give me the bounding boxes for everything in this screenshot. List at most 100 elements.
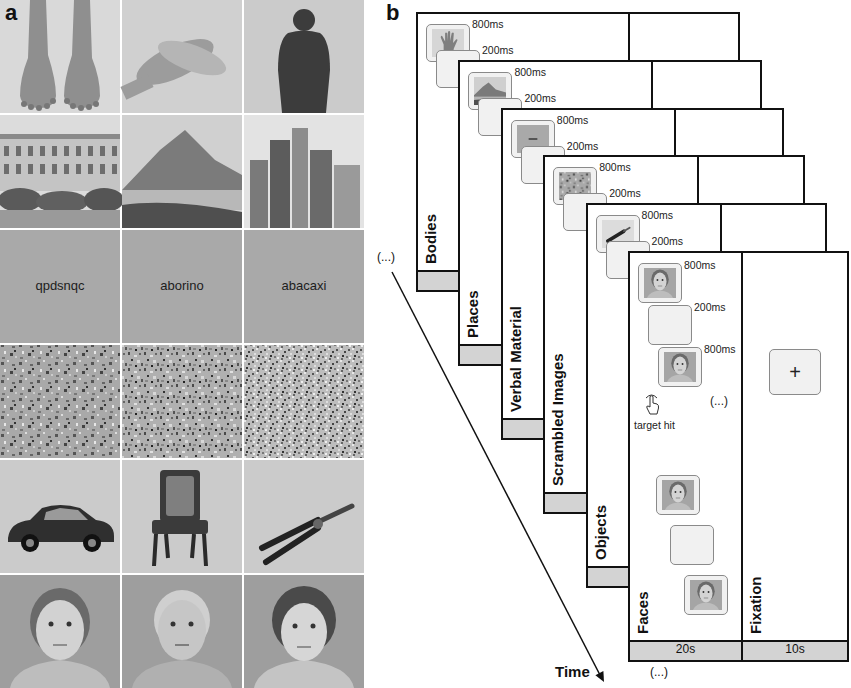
car-photo-part	[26, 539, 34, 547]
block-label: Scrambled Images	[549, 353, 566, 486]
face-photo-part	[158, 600, 206, 660]
building-photo-part	[0, 134, 120, 139]
hands-photo	[120, 0, 242, 113]
duration-label: 800ms	[704, 343, 736, 355]
face-photo-part	[53, 644, 67, 646]
scrambled-images	[0, 345, 364, 458]
city-photo-part	[334, 165, 360, 228]
block-label: Objects	[592, 505, 609, 560]
car-photo-part	[83, 534, 101, 552]
fixation-cross: +	[789, 361, 801, 384]
city-photo	[244, 115, 364, 228]
face-photo-part	[49, 622, 54, 627]
duration-label: 800ms	[514, 66, 546, 78]
city-photo-part	[270, 140, 290, 228]
duration-label: 200ms	[482, 44, 514, 56]
feet-photo-part	[86, 104, 92, 110]
city-photo-part	[310, 150, 332, 228]
feet-photo	[0, 0, 120, 113]
feet-photo-part	[78, 105, 84, 111]
button-press-icon	[642, 393, 662, 415]
scrambled-images-part	[244, 345, 364, 458]
stimulus-card	[638, 263, 682, 303]
axis-label: Time	[555, 663, 590, 680]
feet-photo-part	[28, 104, 34, 110]
hands-photo-part	[122, 0, 242, 113]
feet-photo-part	[93, 101, 99, 107]
face-photo-part	[297, 646, 311, 648]
duration-text: 10s	[743, 643, 847, 657]
duration-label: 200ms	[567, 140, 599, 152]
stimulus-card	[670, 525, 714, 565]
verbal-stimulus-cell: abacaxi	[244, 230, 364, 343]
duration-label: 200ms	[652, 235, 684, 247]
duration-text: 20s	[630, 643, 741, 657]
feet-photo-part	[64, 98, 70, 104]
pseudoword: aborino	[160, 279, 203, 294]
hands-photo-part	[120, 74, 153, 99]
duration-bar: 20s	[630, 640, 741, 660]
button-press-icon-image	[646, 395, 659, 414]
pliers-photo-part	[313, 519, 323, 529]
duration-label: 200ms	[694, 301, 726, 313]
scrambled-images-part	[0, 345, 120, 458]
block-frame: Faces800ms200ms800mstarget hit(...)20s	[628, 251, 743, 662]
pliers-photo-part	[266, 528, 318, 562]
response-note: target hit	[634, 419, 675, 431]
pseudoword: qpdsnqc	[35, 279, 84, 294]
car-photo-part	[44, 508, 88, 520]
feet-photo-part	[36, 105, 42, 111]
stimulus-thumbnail-image	[644, 268, 676, 298]
body-silhouette-part	[293, 9, 315, 31]
city-photo-part	[244, 115, 364, 228]
panel-letter: a	[5, 0, 17, 25]
duration-label: 200ms	[524, 92, 556, 104]
face-photo-part	[293, 624, 298, 629]
block-label: Fixation	[747, 576, 764, 634]
ellipsis: (...)	[710, 395, 728, 409]
face-photo-part	[36, 600, 84, 660]
body-silhouette-part	[278, 31, 330, 114]
stimulus-thumbnail	[690, 580, 722, 610]
face-photo-part	[244, 575, 364, 688]
feet-photo-part	[0, 0, 120, 113]
building-photo-part	[0, 146, 120, 180]
verbal-stimulus-cell: qpdsnqc	[0, 230, 120, 343]
face-photo-part	[132, 660, 232, 688]
face-photo	[244, 575, 364, 688]
ellipsis: (...)	[650, 666, 668, 680]
stimulus-thumbnail	[662, 480, 694, 510]
building-photo-part	[0, 139, 120, 191]
face-photo-part	[171, 622, 176, 627]
building-photo-part	[84, 188, 124, 212]
fixation-frame: Fixation +10s	[741, 251, 849, 662]
duration-label: 800ms	[599, 161, 631, 173]
duration-label: 800ms	[684, 259, 716, 271]
face-photo-part	[67, 622, 72, 627]
building-photo-part	[36, 191, 88, 213]
feet-photo-part	[64, 0, 100, 108]
face-photo	[122, 575, 242, 688]
feet-photo-part	[50, 98, 56, 104]
building-photo	[0, 115, 124, 228]
time-arrow-head	[595, 671, 604, 682]
pliers-photo	[244, 460, 364, 573]
car-photo-part	[0, 460, 120, 573]
chair-photo-part	[160, 470, 200, 522]
pliers-photo-part	[318, 506, 352, 522]
pliers-photo-part	[244, 460, 364, 573]
chair-photo-part	[152, 520, 208, 534]
car-photo-part	[21, 534, 39, 552]
stimulus-thumbnail	[664, 352, 696, 382]
stimulus-examples	[0, 0, 366, 688]
feet-photo-part	[70, 103, 76, 109]
chair-photo-part	[154, 534, 206, 566]
face-photo-part	[189, 622, 194, 627]
landscape-photo	[122, 115, 242, 228]
duration-label: 800ms	[642, 209, 674, 221]
duration-bar: 10s	[743, 640, 847, 660]
stimulus-thumbnail	[644, 268, 676, 298]
face-photo-part	[281, 603, 327, 661]
block-label: Places	[464, 290, 481, 338]
stimulus-card	[656, 475, 700, 515]
